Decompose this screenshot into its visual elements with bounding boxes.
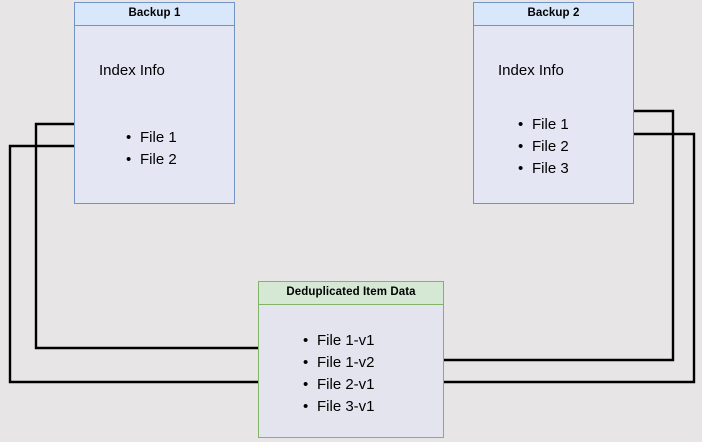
dedup-title: Deduplicated Item Data	[259, 282, 443, 305]
dedup-body: File 1-v1 File 1-v2 File 2-v1 File 3-v1	[259, 305, 443, 437]
node-backup-1[interactable]: Backup 1 Index Info File 1 File 2	[74, 2, 235, 204]
backup-1-index-label: Index Info	[99, 62, 165, 79]
list-item: File 3-v1	[303, 396, 375, 418]
backup-2-file-list: File 1 File 2 File 3	[518, 114, 569, 180]
backup-2-body: Index Info File 1 File 2 File 3	[474, 26, 633, 203]
backup-1-title: Backup 1	[75, 3, 234, 26]
backup-1-body: Index Info File 1 File 2	[75, 26, 234, 203]
backup-2-title: Backup 2	[474, 3, 633, 26]
list-item: File 2-v1	[303, 374, 375, 396]
dedup-item-list: File 1-v1 File 1-v2 File 2-v1 File 3-v1	[303, 330, 375, 418]
backup-1-file-list: File 1 File 2	[126, 127, 177, 171]
list-item: File 2	[518, 136, 569, 158]
list-item: File 1-v1	[303, 330, 375, 352]
list-item: File 1	[518, 114, 569, 136]
node-deduplicated-item-data[interactable]: Deduplicated Item Data File 1-v1 File 1-…	[258, 281, 444, 438]
backup-2-index-label: Index Info	[498, 62, 564, 79]
list-item: File 2	[126, 149, 177, 171]
list-item: File 1-v2	[303, 352, 375, 374]
list-item: File 1	[126, 127, 177, 149]
list-item: File 3	[518, 158, 569, 180]
node-backup-2[interactable]: Backup 2 Index Info File 1 File 2 File 3	[473, 2, 634, 204]
